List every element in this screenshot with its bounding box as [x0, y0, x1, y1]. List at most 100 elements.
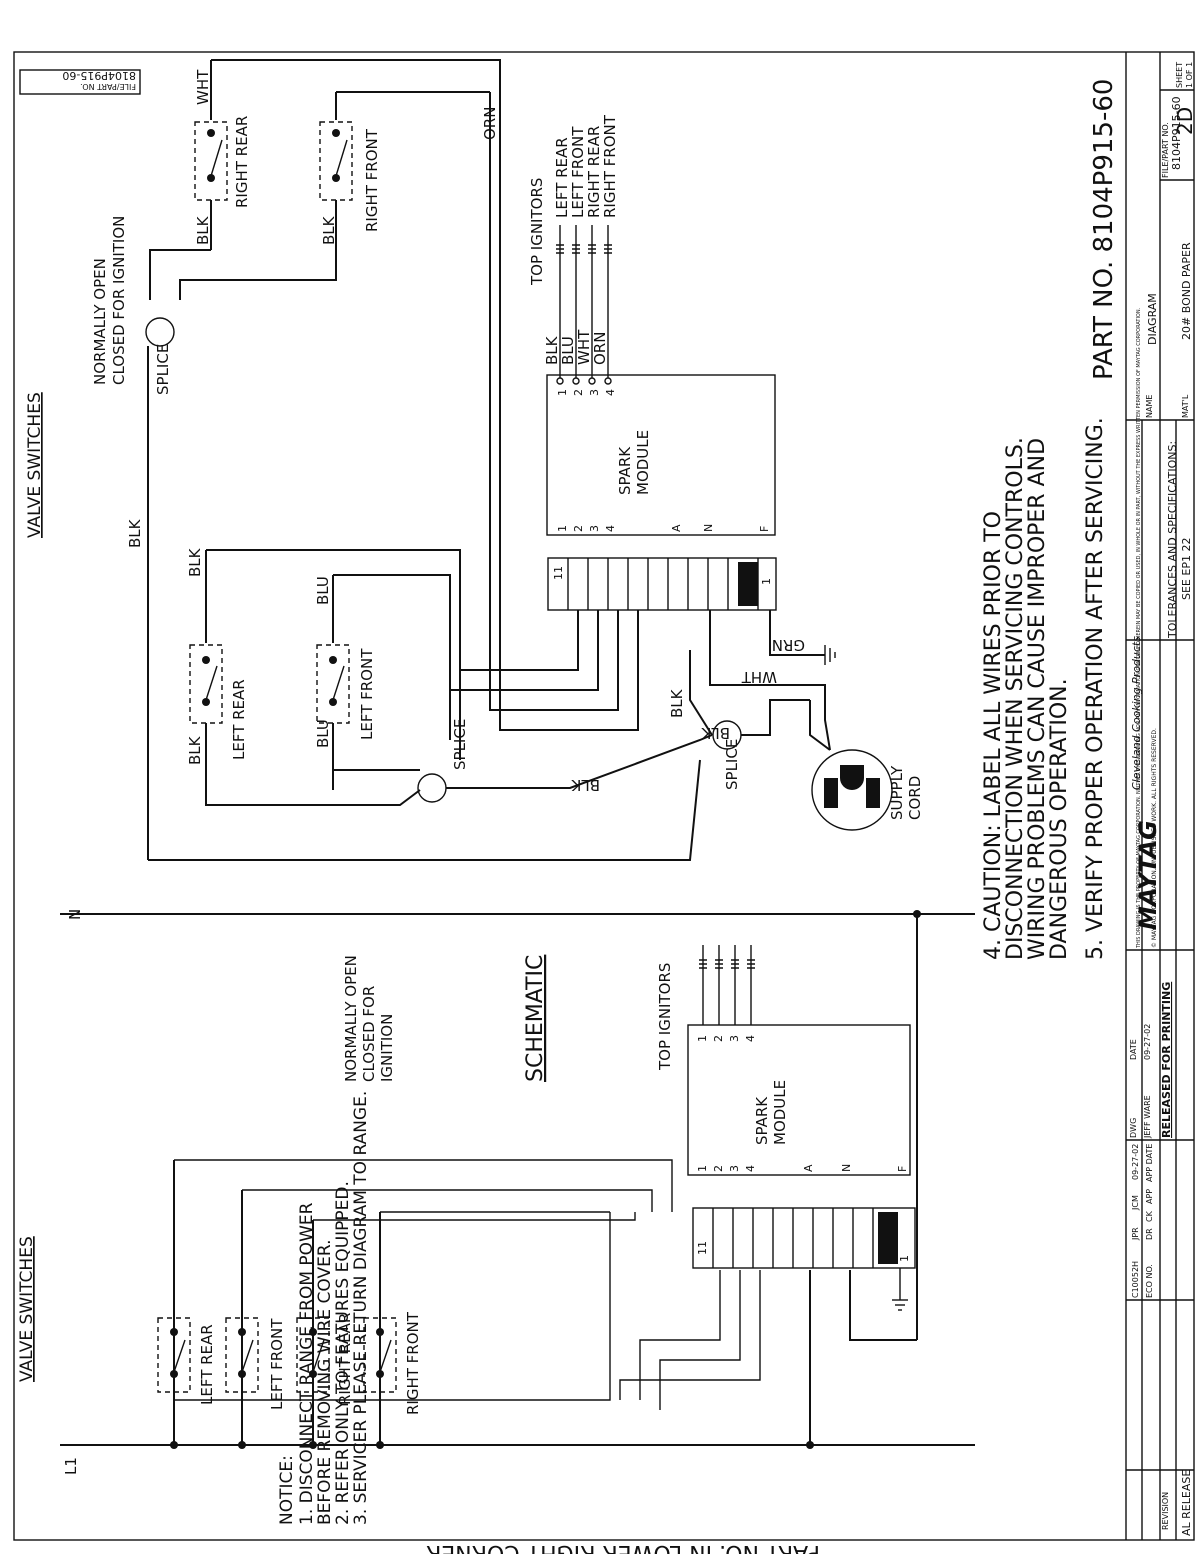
caution-line-5: 5. VERIFY PROPER OPERATION AFTER SERVICI…	[1083, 417, 1108, 960]
drawn-value: JEFF WARE	[1143, 1095, 1152, 1139]
lower-ignitor-leads	[699, 945, 755, 1025]
spark-module-upper-line2: MODULE	[634, 430, 652, 495]
eco-header-app-date: APP DATE	[1145, 1144, 1154, 1182]
spark-module-lower	[687, 1024, 911, 1176]
supply-cord-plug	[811, 749, 893, 831]
ignitor-left-rear: LEFT REAR	[553, 137, 571, 218]
lower-pin-top-1: 1	[696, 1035, 709, 1042]
upper-pin-bottom-F: F	[758, 526, 771, 532]
label-left-front: LEFT FRONT	[358, 648, 376, 740]
notice-item-2: 2. REFER ONLY TO FEATURES EQUIPPED.	[333, 1181, 353, 1525]
ignitor-right-front: RIGHT FRONT	[601, 114, 619, 218]
legal-notice: THIS DRAWING IS THE PROPERTY OF MAYTAG C…	[1136, 307, 1142, 949]
label-n: N	[66, 909, 84, 920]
ignitor-left-front: LEFT FRONT	[569, 126, 587, 218]
lower-switch-left-front	[225, 1190, 259, 1449]
wire-blk-main: BLK	[126, 518, 144, 548]
released-stamp: RELEASED FOR PRINTING	[1160, 982, 1173, 1138]
lower-pin-bottom-1: 1	[696, 1165, 709, 1172]
lower-pin-bottom-A: A	[802, 1164, 815, 1172]
lower-switch-left-rear	[157, 1160, 191, 1449]
notice-item-3: 3. SERVICER PLEASE RETURN DIAGRAM TO RAN…	[351, 1091, 371, 1525]
lower-pin-bottom-4: 4	[744, 1165, 757, 1172]
lower-switch-right-rear	[296, 1220, 330, 1449]
wire-blu-lf-top: BLU	[314, 576, 332, 605]
company-name: Cleveland Cooking Products	[1130, 636, 1143, 790]
upper-ignitor-leads	[556, 225, 612, 385]
wire-blk-lower: BLK	[570, 776, 600, 794]
switch-left-front	[316, 575, 350, 790]
lower-pin-bottom-N: N	[840, 1164, 853, 1172]
material-label: MAT'L	[1181, 394, 1190, 418]
eco-checked: JCM	[1131, 1195, 1140, 1211]
date-value: 09-27-02	[1143, 1024, 1152, 1060]
ignitor-wire-blk: BLK	[543, 335, 561, 365]
label-supply: SUPPLY	[888, 765, 906, 820]
lower-switch-right-front	[363, 1212, 397, 1449]
name-label: NAME	[1145, 395, 1154, 418]
lower-pin-bottom-3: 3	[728, 1165, 741, 1172]
splice-left	[417, 773, 447, 803]
lower-note-1: NORMALLY OPEN	[342, 955, 360, 1082]
eco-header-no: ECO NO.	[1145, 1264, 1154, 1298]
tolerances-see: SEE EP1 22	[1180, 538, 1193, 600]
eco-header-app: APP	[1145, 1189, 1154, 1204]
upper-pin-bottom-N: N	[702, 524, 715, 532]
lower-note-3: IGNITION	[378, 1014, 396, 1082]
ignitor-right-rear: RIGHT REAR	[585, 126, 603, 218]
wire-blu-lf-bottom: BLU	[314, 719, 332, 748]
lower-note-2: CLOSED FOR	[360, 986, 378, 1082]
file-part-value: 8104P915-60	[1170, 96, 1183, 170]
lower-pin-bottom-F: F	[896, 1166, 909, 1172]
lower-pin-top-3: 3	[728, 1035, 741, 1042]
label-left-rear: LEFT REAR	[230, 679, 248, 760]
upper-pin-top-3: 3	[588, 389, 601, 396]
lower-pin-top-4: 4	[744, 1035, 757, 1042]
drawing-border	[13, 51, 1195, 1541]
terminal-block-upper	[547, 557, 777, 611]
revision-label: REVISION	[1161, 1492, 1170, 1530]
release-value: AL RELEASE	[1180, 1470, 1193, 1536]
wire-wht-top: WHT	[194, 69, 212, 105]
file-part-label: FILE/PART NO.	[1161, 122, 1170, 178]
terminal-1-upper: 1	[760, 578, 773, 585]
lower-label-left-rear: LEFT REAR	[198, 1324, 216, 1405]
spark-module-upper-line1: SPARK	[616, 446, 634, 495]
spark-module-lower-line1: SPARK	[753, 1096, 771, 1145]
material-value: 20# BOND PAPER	[1180, 242, 1193, 340]
label-right-rear: RIGHT REAR	[233, 116, 251, 208]
terminal-block-lower	[692, 1207, 916, 1269]
spark-module-lower-line2: MODULE	[771, 1080, 789, 1145]
file-number-stamp: FILE/PART NO. 8104P915-60	[19, 69, 141, 95]
schematic-title: SCHEMATIC	[523, 955, 548, 1082]
lower-label-left-front: LEFT FRONT	[268, 1318, 286, 1410]
lower-label-right-front: RIGHT FRONT	[404, 1311, 422, 1415]
sheet-label: SHEET	[1175, 62, 1184, 88]
label-splice-right: SPLICE	[723, 739, 741, 790]
label-right-front: RIGHT FRONT	[363, 128, 381, 232]
ignitor-wire-blu: BLU	[559, 336, 577, 365]
label-splice-left: SPLICE	[451, 719, 469, 770]
wire-blk-cord: BLK	[700, 724, 730, 742]
eco-date: 09-27-02	[1131, 1144, 1140, 1180]
drawing-name: DIAGRAM	[1146, 293, 1159, 345]
notice-item-1: 1. DISCONNECT RANGE FROM POWER	[297, 1202, 317, 1525]
terminal-1-lower: 1	[898, 1255, 911, 1262]
terminal-11-lower: 11	[696, 1241, 709, 1255]
wire-blk-module: BLK	[668, 688, 686, 718]
caution-line-2: DISCONNECTION WHEN SERVICING CONTROLS.	[1003, 437, 1028, 960]
title-block	[1125, 52, 1194, 1540]
label-splice-top: SPLICE	[154, 344, 172, 395]
switch-right-rear	[194, 60, 228, 250]
svg-text:8104P915-60: 8104P915-60	[62, 69, 136, 82]
wire-blk-rf: BLK	[320, 215, 338, 245]
wire-grn: GRN	[772, 636, 805, 654]
splice-top	[145, 317, 175, 347]
switch-right-front	[319, 92, 353, 250]
spark-module-upper	[546, 374, 776, 536]
tolerances-label: TOLERANCES AND SPECIFICATIONS:	[1166, 441, 1179, 639]
lower-pin-top-2: 2	[712, 1035, 725, 1042]
upper-pin-top-1: 1	[556, 389, 569, 396]
